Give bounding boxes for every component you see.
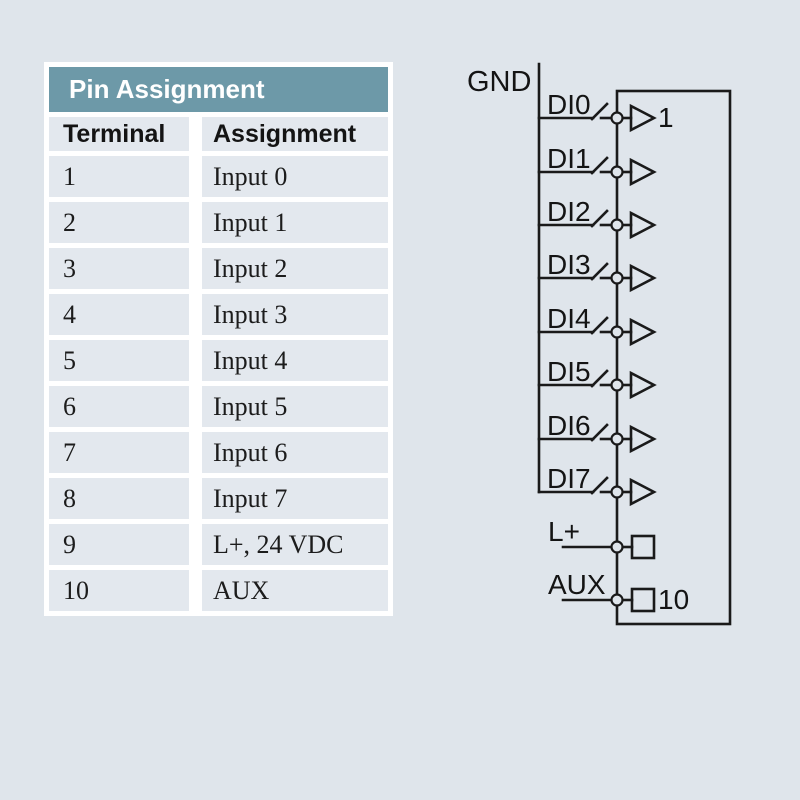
power-label: AUX: [548, 569, 606, 600]
power-label: L+: [548, 516, 580, 547]
table-title: Pin Assignment: [49, 67, 388, 112]
terminal-node: [610, 271, 624, 285]
channel-label: DI1: [547, 143, 591, 174]
table-row: 10 AUX: [49, 570, 388, 611]
input-channel-di5: DI5: [537, 356, 657, 400]
buffer-triangle-icon: [629, 477, 657, 507]
channel-label: DI4: [547, 303, 591, 334]
table-row: 5 Input 4: [49, 340, 388, 381]
input-channel-di7: DI7: [537, 463, 657, 507]
power-square-icon: [630, 534, 656, 560]
assignment-cell: L+, 24 VDC: [202, 524, 388, 565]
buffer-triangle-icon: [629, 317, 657, 347]
assignment-cell: Input 4: [202, 340, 388, 381]
input-channel-di1: DI1: [537, 143, 657, 187]
assignment-cell: Input 0: [202, 156, 388, 197]
lplus-terminal: L+: [548, 516, 656, 560]
input-channel-di6: DI6: [537, 410, 657, 454]
buffer-triangle-icon: [629, 103, 657, 133]
switch-blade-icon: [590, 476, 609, 495]
channel-label: DI5: [547, 356, 591, 387]
table-row: 7 Input 6: [49, 432, 388, 473]
terminal-node: [610, 485, 624, 499]
terminal-cell: 5: [49, 340, 189, 381]
table-row: 6 Input 5: [49, 386, 388, 427]
module-box: [615, 89, 732, 626]
assignment-cell: Input 7: [202, 478, 388, 519]
switch-blade-icon: [590, 316, 609, 335]
buffer-triangle-icon: [629, 424, 657, 454]
terminal-node: [610, 593, 624, 607]
terminal-cell: 7: [49, 432, 189, 473]
channel-label: DI7: [547, 463, 591, 494]
table-row: 3 Input 2: [49, 248, 388, 289]
pin-number: 10: [658, 584, 689, 615]
terminal-cell: 10: [49, 570, 189, 611]
column-header-terminal: Terminal: [49, 117, 189, 151]
terminal-node: [610, 218, 624, 232]
terminal-node: [610, 432, 624, 446]
terminal-node: [610, 325, 624, 339]
assignment-cell: Input 1: [202, 202, 388, 243]
switch-blade-icon: [590, 423, 609, 442]
table-row: 8 Input 7: [49, 478, 388, 519]
terminal-node: [610, 165, 624, 179]
input-channel-di0: DI0 1: [537, 89, 674, 133]
terminal-node: [610, 378, 624, 392]
assignment-cell: Input 6: [202, 432, 388, 473]
terminal-node: [610, 540, 624, 554]
table-row: 9 L+, 24 VDC: [49, 524, 388, 565]
terminal-node: [610, 111, 624, 125]
table-row: 2 Input 1: [49, 202, 388, 243]
channel-label: DI3: [547, 249, 591, 280]
pin-number: 1: [658, 102, 674, 133]
terminal-cell: 2: [49, 202, 189, 243]
assignment-cell: AUX: [202, 570, 388, 611]
switch-blade-icon: [590, 209, 609, 228]
input-channel-di3: DI3: [537, 249, 657, 293]
channel-label: DI6: [547, 410, 591, 441]
column-header-assignment: Assignment: [202, 117, 388, 151]
buffer-triangle-icon: [629, 370, 657, 400]
pin-assignment-table: Pin Assignment Terminal Assignment 1 Inp…: [44, 62, 393, 616]
switch-blade-icon: [590, 102, 609, 121]
switch-blade-icon: [590, 156, 609, 175]
terminal-cell: 1: [49, 156, 189, 197]
terminal-cell: 4: [49, 294, 189, 335]
aux-terminal: AUX 10: [548, 569, 689, 615]
switch-blade-icon: [590, 369, 609, 388]
input-channel-di4: DI4: [537, 303, 657, 347]
assignment-cell: Input 3: [202, 294, 388, 335]
channel-label: DI0: [547, 89, 591, 120]
assignment-cell: Input 5: [202, 386, 388, 427]
terminal-cell: 8: [49, 478, 189, 519]
switch-blade-icon: [590, 262, 609, 281]
buffer-triangle-icon: [629, 157, 657, 187]
table-row: 4 Input 3: [49, 294, 388, 335]
input-channel-di2: DI2: [537, 196, 657, 240]
table-header-row: Terminal Assignment: [49, 117, 388, 151]
gnd-label: GND: [467, 66, 531, 98]
buffer-triangle-icon: [629, 263, 657, 293]
table-row: 1 Input 0: [49, 156, 388, 197]
buffer-triangle-icon: [629, 210, 657, 240]
power-square-icon: [630, 587, 656, 613]
terminal-cell: 3: [49, 248, 189, 289]
terminal-cell: 9: [49, 524, 189, 565]
terminal-cell: 6: [49, 386, 189, 427]
channel-label: DI2: [547, 196, 591, 227]
assignment-cell: Input 2: [202, 248, 388, 289]
